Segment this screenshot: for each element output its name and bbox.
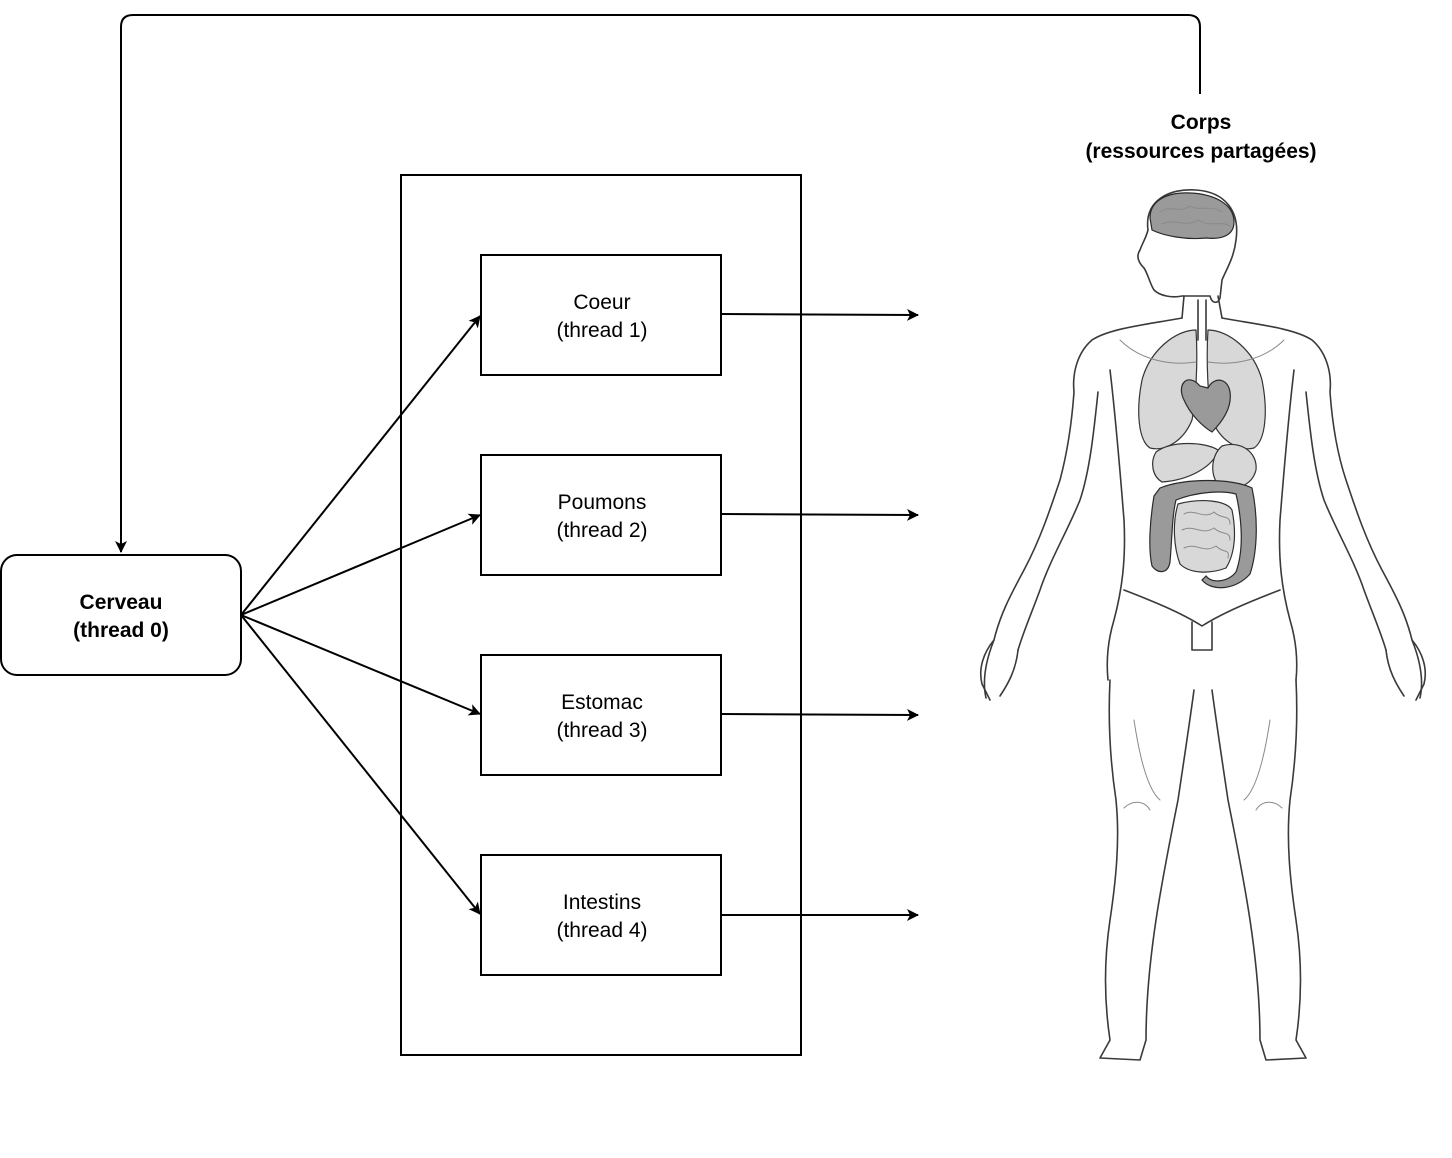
heart-organ (1180, 379, 1231, 433)
edge-heart-to-body (720, 308, 919, 321)
thread-node-intestines[interactable]: Intestins (thread 4) (480, 854, 722, 976)
body-label: Corps (ressources partagées) (1085, 111, 1316, 163)
large-intestine-organ (1149, 479, 1257, 589)
liver-organ (1152, 442, 1219, 483)
edge-brain-to-heart (240, 315, 481, 616)
thread-node-lungs[interactable]: Poumons (thread 2) (480, 454, 722, 576)
thread-stomach-label-line2: (thread 3) (556, 719, 647, 742)
thread-lungs-label-line1: Poumons (558, 491, 647, 514)
edge-body-to-brain (115, 14, 1201, 553)
thread-heart-label-line2: (thread 1) (556, 319, 647, 342)
edge-brain-to-stomach (240, 614, 481, 716)
thread-stomach-label-line1: Estomac (561, 691, 643, 714)
body-label-line1: Corps (1171, 111, 1232, 134)
human-body-figure (979, 189, 1427, 1061)
edge-stomach-to-body (720, 708, 919, 721)
thread-intestines-label-line1: Intestins (563, 891, 641, 914)
small-intestine-organ (1173, 500, 1236, 573)
edge-lungs-to-body (720, 508, 919, 521)
edge-brain-to-intestines (240, 614, 481, 915)
edge-brain-to-lungs (240, 513, 481, 616)
brain-label-line2: (thread 0) (73, 619, 169, 642)
thread-heart-label-line1: Coeur (573, 291, 630, 314)
brain-node[interactable]: Cerveau (thread 0) (0, 554, 242, 676)
thread-lungs-label-line2: (thread 2) (556, 519, 647, 542)
thread-node-stomach[interactable]: Estomac (thread 3) (480, 654, 722, 776)
thread-intestines-label-line2: (thread 4) (556, 919, 647, 942)
brain-label-line1: Cerveau (80, 591, 163, 614)
body-label-line2: (ressources partagées) (1085, 140, 1316, 163)
brain-organ (1149, 192, 1235, 240)
thread-node-heart[interactable]: Coeur (thread 1) (480, 254, 722, 376)
